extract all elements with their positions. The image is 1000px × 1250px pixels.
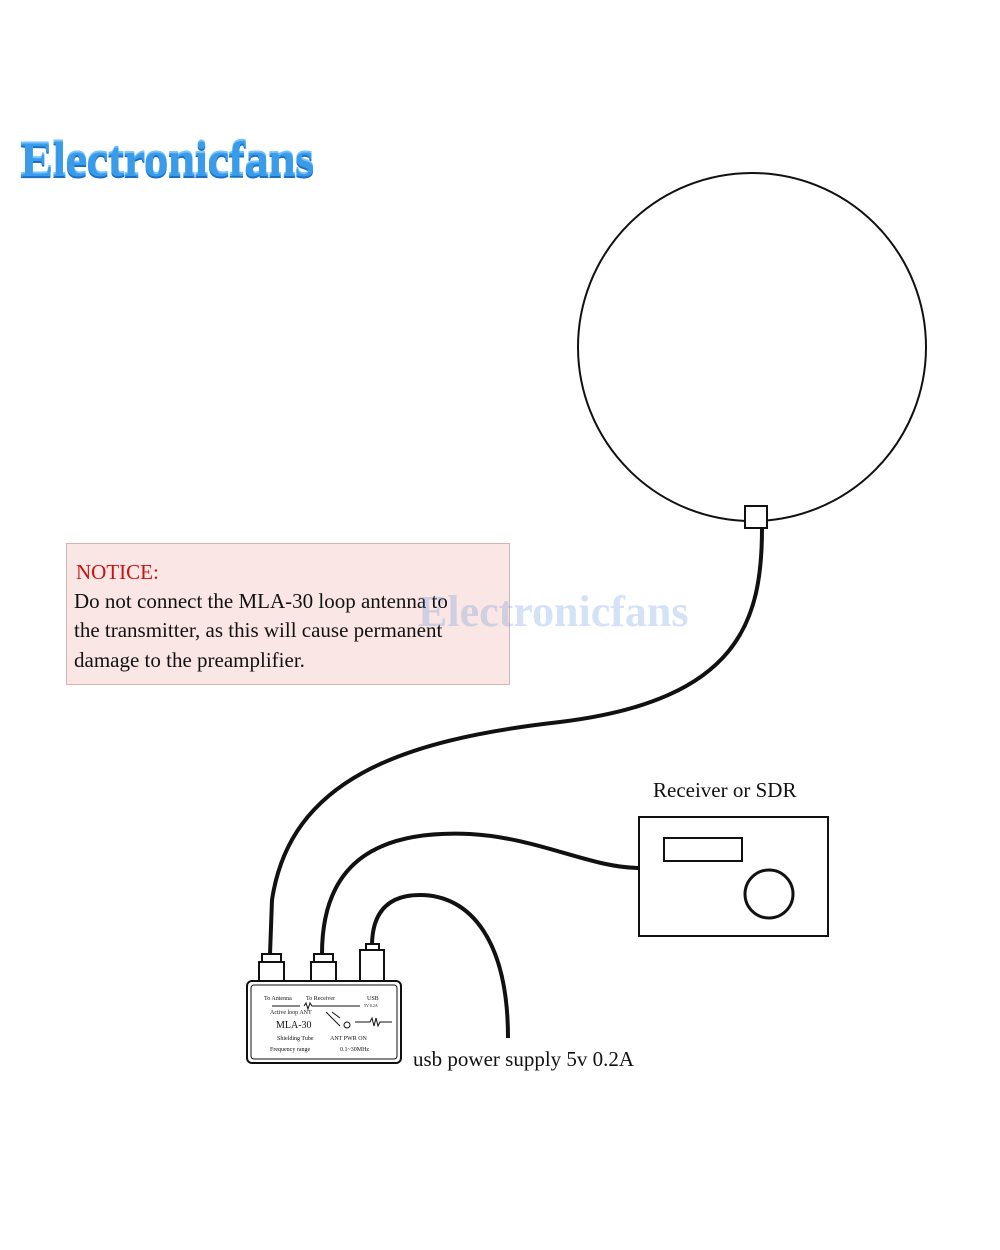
device-line-range: 0.1~30MHz (340, 1047, 369, 1053)
notice-box: NOTICE: Do not connect the MLA-30 loop a… (66, 543, 510, 685)
device-line-short: Shielding Tube (277, 1036, 314, 1042)
usb-power-label: usb power supply 5v 0.2A (413, 1047, 635, 1071)
device-port-receiver: To Receiver (306, 996, 335, 1002)
receiver-cable (320, 831, 641, 955)
antenna-cable (268, 527, 764, 955)
receiver-box (638, 816, 829, 937)
brand-logo: Electronicfans (20, 131, 314, 187)
usb-power-cable (370, 892, 510, 1039)
device-line-freq: Frequency range (270, 1047, 310, 1053)
device-model: MLA-30 (276, 1020, 312, 1031)
watermark: Electronicfans (418, 587, 689, 636)
usb-port-connector (359, 943, 385, 982)
device-port-usb-sub: 5V 0.2A (364, 1003, 378, 1008)
receiver-knob (743, 868, 795, 920)
notice-line-3: damage to the preamplifier. (74, 648, 305, 672)
mla30-device (246, 980, 402, 1064)
receiver-port-connector (310, 953, 337, 983)
notice-line-2: the transmitter, as this will cause perm… (74, 618, 443, 642)
notice-line-1: Do not connect the MLA-30 loop antenna t… (74, 589, 448, 613)
receiver-label: Receiver or SDR (653, 778, 797, 802)
device-line-switch: ANT PWR ON (330, 1036, 368, 1042)
notice-title: NOTICE: (76, 560, 159, 584)
antenna-connector (744, 505, 768, 529)
loop-antenna (577, 172, 927, 522)
receiver-display (663, 837, 743, 862)
device-port-usb: USB (367, 996, 379, 1002)
device-line-loop: Active loop ANT (270, 1010, 312, 1016)
device-switch-mark (343, 1021, 351, 1029)
antenna-port-connector (258, 953, 285, 983)
device-port-antenna: To Antenna (264, 996, 292, 1002)
device-schematic-mark (272, 1001, 392, 1028)
